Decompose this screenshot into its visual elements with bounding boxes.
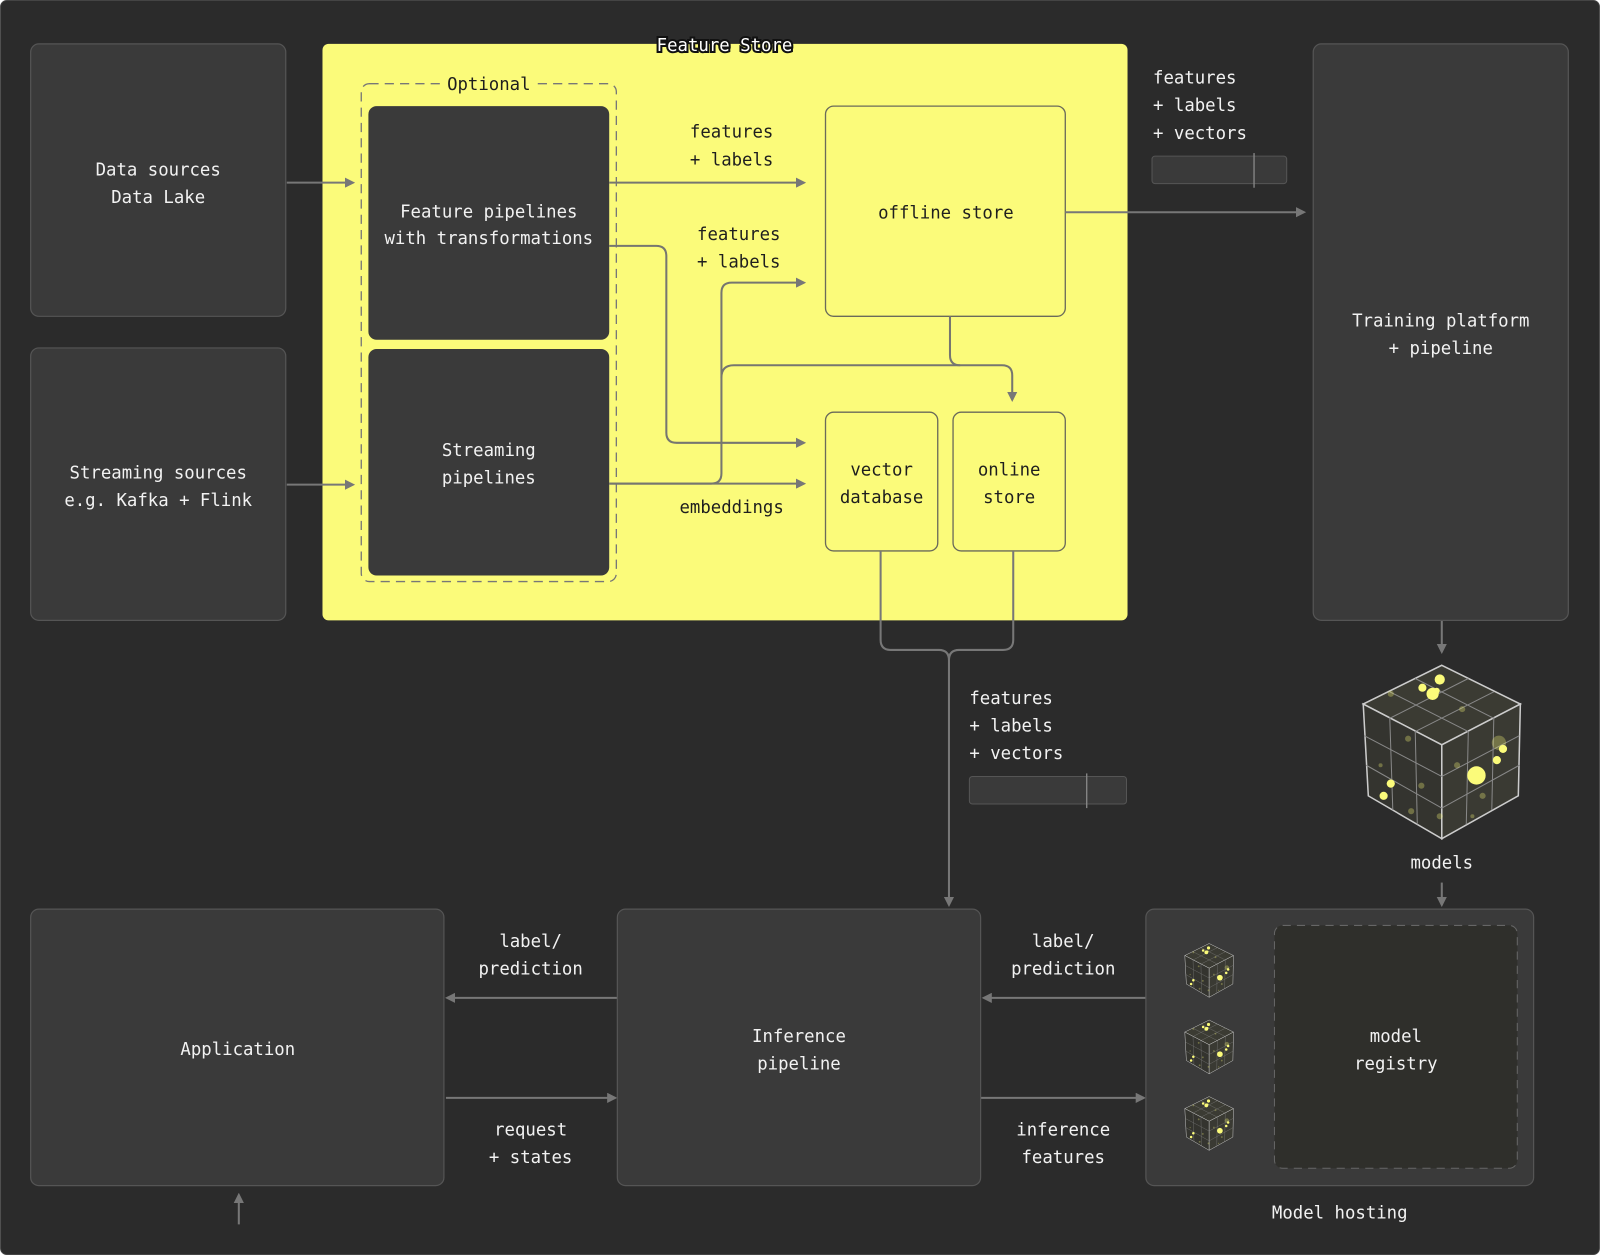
- vector-database-sublabel: database: [840, 488, 923, 508]
- request-label: request: [494, 1121, 567, 1141]
- application-node: Application: [30, 908, 445, 1187]
- model-registry-sublabel: registry: [1354, 1054, 1437, 1074]
- models-label: models: [1410, 853, 1473, 873]
- training-input-features: features: [1153, 69, 1236, 89]
- training-input-vectors: + vectors: [1153, 124, 1247, 144]
- feature-pipelines-sublabel: with transformations: [384, 229, 593, 249]
- feature-store-group: Feature Store Optional Feature pipelines…: [322, 34, 1128, 621]
- feature-pipelines-label: Feature pipelines: [400, 202, 577, 222]
- model-hosting-node: model registry: [1145, 908, 1535, 1187]
- edge-label-features: features: [690, 123, 773, 143]
- data-sources-node: Data sources Data Lake: [30, 43, 287, 317]
- inference-pipeline-label: Inference: [752, 1027, 846, 1047]
- states-label: + states: [489, 1148, 572, 1168]
- data-lake-label: Data Lake: [111, 188, 205, 208]
- edge-label-labels: + labels: [690, 150, 773, 170]
- online-store-node: online store: [952, 411, 1066, 552]
- model-registry-box: [1273, 924, 1518, 1169]
- offline-store-label: offline store: [878, 203, 1014, 223]
- inference-input-features: features: [969, 689, 1052, 709]
- streaming-sources-label: Streaming sources: [70, 464, 247, 484]
- optional-group: [360, 83, 618, 583]
- online-store-label: online: [978, 460, 1041, 480]
- training-input-labels: + labels: [1153, 96, 1236, 116]
- streaming-pipelines-sublabel: pipelines: [442, 469, 536, 489]
- streaming-pipelines-node: Streaming pipelines: [368, 348, 610, 576]
- model-hosting-label: Model hosting: [1272, 1203, 1408, 1223]
- vector-database-node: vector database: [824, 411, 939, 552]
- training-platform-node: Training platform + pipeline: [1312, 43, 1569, 621]
- training-input-bar: [1151, 153, 1288, 188]
- inference-features-label: inference: [1016, 1121, 1110, 1141]
- edge-label-embeddings: embeddings: [679, 498, 783, 518]
- vector-database-label: vector: [850, 460, 913, 480]
- streaming-sources-node: Streaming sources e.g. Kafka + Flink: [30, 347, 287, 621]
- inference-pipeline-node: Inference pipeline: [616, 908, 982, 1187]
- inference-input-vectors: + vectors: [969, 744, 1063, 764]
- inference-input-bar: [968, 773, 1128, 809]
- inference-input-labels: + labels: [969, 717, 1052, 737]
- app-prediction-sublabel: prediction: [478, 959, 582, 979]
- streaming-sources-example: e.g. Kafka + Flink: [64, 491, 252, 511]
- model-registry-label: model: [1370, 1027, 1422, 1047]
- optional-label: Optional: [447, 75, 530, 95]
- feature-store-connectors: [609, 177, 1018, 489]
- host-prediction-label: label/: [1032, 932, 1095, 952]
- streaming-pipelines-label: Streaming: [442, 441, 536, 461]
- feature-store-title: Feature Store: [657, 36, 793, 56]
- app-prediction-label: label/: [499, 932, 562, 952]
- edge-label-features-2: features: [697, 225, 780, 245]
- training-platform-sublabel: + pipeline: [1389, 339, 1493, 359]
- feature-pipelines-node: Feature pipelines with transformations: [368, 106, 610, 340]
- data-sources-label: Data sources: [96, 160, 221, 180]
- application-label: Application: [180, 1040, 295, 1060]
- inference-pipeline-sublabel: pipeline: [757, 1054, 840, 1074]
- inference-features-sublabel: features: [1022, 1148, 1105, 1168]
- training-platform-label: Training platform: [1352, 312, 1529, 332]
- online-store-sublabel: store: [983, 488, 1035, 508]
- edge-label-labels-2: + labels: [697, 252, 780, 272]
- connectors: [233, 177, 1447, 1225]
- host-prediction-sublabel: prediction: [1011, 959, 1115, 979]
